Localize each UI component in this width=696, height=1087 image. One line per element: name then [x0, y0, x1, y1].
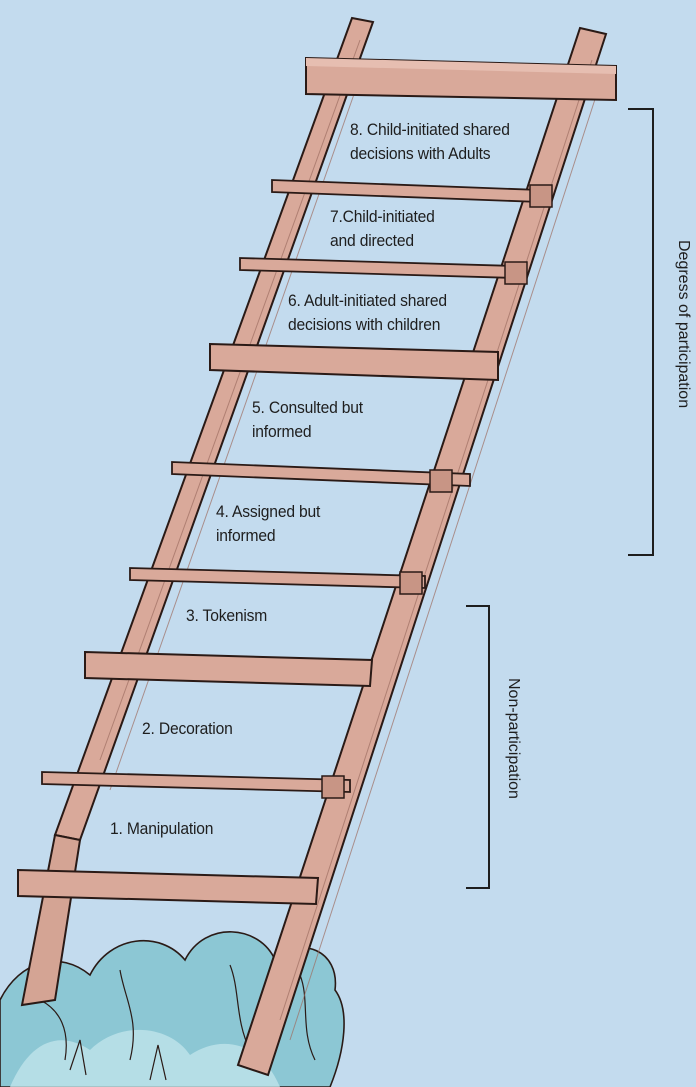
ladder-right-rail — [236, 26, 608, 1077]
rung-plank-r3 — [84, 650, 374, 688]
top-plank — [305, 56, 617, 102]
rung-label-1: 1. Manipulation — [110, 817, 214, 841]
rung-label-5-line-1: 5. Consulted but — [252, 398, 363, 417]
rung-label-4-line-1: 4. Assigned but — [216, 502, 321, 521]
rung-r5 — [171, 461, 471, 493]
rung-label-3: 3. Tokenism — [186, 604, 267, 628]
rung-label-1-line-1: 1. Manipulation — [110, 819, 214, 838]
rung-r8 — [271, 179, 553, 208]
rung-label-6-line-2: decisions with children — [288, 315, 441, 334]
rung-r4 — [129, 567, 426, 595]
rung-label-7: 7.Child-initiated and directed — [330, 205, 435, 253]
rung-label-4-line-2: informed — [216, 526, 276, 545]
rung-label-6-line-1: 6. Adult-initiated shared — [288, 291, 447, 310]
rung-r7 — [239, 257, 528, 285]
rung-label-2: 2. Decoration — [142, 717, 233, 741]
rung-label-8: 8. Child-initiated shared decisions with… — [350, 118, 510, 166]
non-participation-bracket — [466, 605, 490, 889]
rung-plank-r6 — [209, 342, 499, 382]
ladder-rungs — [17, 56, 617, 906]
rung-label-7-line-1: 7.Child-initiated — [330, 207, 435, 226]
non-participation-label: Non-participation — [505, 678, 522, 799]
rung-label-7-line-2: and directed — [330, 231, 414, 250]
rung-label-3-line-1: 3. Tokenism — [186, 606, 268, 625]
participation-label: Degress of participation — [675, 240, 692, 409]
participation-bracket — [628, 108, 654, 556]
ladder-left-rail — [20, 16, 375, 1007]
rung-label-4: 4. Assigned but informed — [216, 500, 320, 548]
rung-label-8-line-2: decisions with Adults — [350, 144, 491, 163]
bottom-plank — [17, 868, 320, 906]
rung-label-8-line-1: 8. Child-initiated shared — [350, 120, 510, 139]
rung-label-5: 5. Consulted but informed — [252, 396, 363, 444]
rung-label-5-line-2: informed — [252, 422, 312, 441]
rung-label-2-line-1: 2. Decoration — [142, 719, 233, 738]
rung-r2 — [41, 771, 351, 799]
rung-label-6: 6. Adult-initiated shared decisions with… — [288, 289, 447, 337]
